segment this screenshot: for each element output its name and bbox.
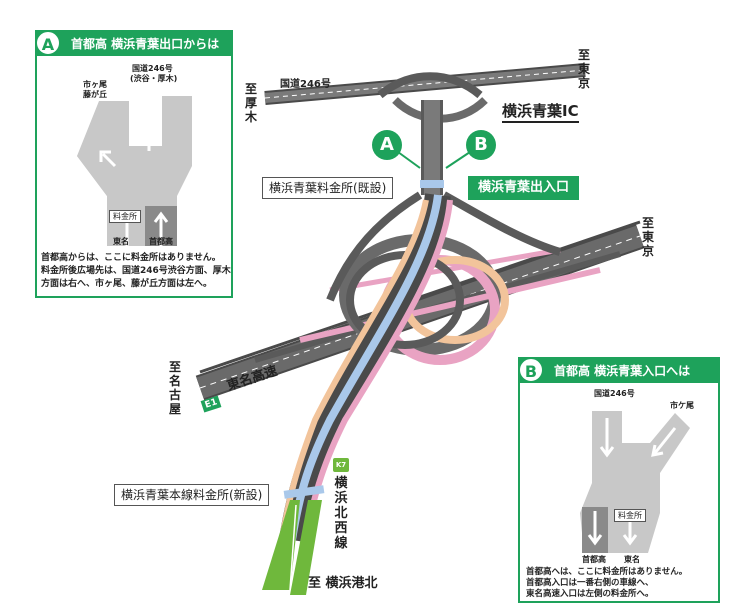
panel-b-road-246: 国道246号 [594,389,635,399]
panel-b-dest: 市ケ尾 [670,401,694,411]
panel-a-lane-left: 東名 [113,237,129,247]
panel-b-note-1: 首都高へは、ここに料金所はありません。 [526,567,687,578]
panel-a-title: 首都高 横浜青葉出口からは [37,32,231,56]
panel-a-note-3: 方面は右へ、市ヶ尾、藤が丘方面は左へ。 [41,278,212,291]
panel-a-note-1: 首都高からは、ここに料金所はありません。 [41,252,221,265]
panel-b-badge: B [518,357,544,383]
panel-a-note-2: 料金所後広場先は、国道246号渋谷方面、厚木 [41,265,231,278]
panel-a-toll: 料金所 [109,210,141,223]
k7-badge: K7 [333,458,349,472]
panel-b-note-2: 首都高入口は一番右側の車線へ、 [526,578,654,589]
panel-b-title: 首都高 横浜青葉入口へは [520,359,718,383]
panel-a: 首都高 横浜青葉出口からは A 国道246号 (渋谷・厚木) 市ヶ尾 藤が丘 料… [35,30,233,298]
old-toll-label: 横浜青葉料金所(既設) [262,177,393,199]
panel-b-lane-right: 東名 [624,555,640,565]
new-toll-label: 横浜青葉本線料金所(新設) [114,484,269,506]
panel-b-toll: 料金所 [614,509,646,522]
panel-a-dest-1: 市ヶ尾 [83,80,107,90]
exit-label: 横浜青葉出入口 [468,176,579,200]
panel-a-badge: A [35,30,61,56]
k7-route-label: 横浜北西線 [334,476,348,551]
panel-a-road-246-sub: (渋谷・厚木) [130,74,177,84]
panel-a-lane-right: 首都高 [149,237,173,247]
panel-b-note-3: 東名高速入口は左側の料金所へ。 [526,589,654,600]
panel-a-road-246: 国道246号 [132,64,173,74]
panel-a-dest-2: 藤が丘 [83,90,107,100]
to-kohoku-label: 至 横浜港北 [308,572,378,591]
panel-b: 首都高 横浜青葉入口へは B 国道246号 市ケ尾 料金所 首都高 東名 首都高… [518,357,720,603]
panel-b-lane-left: 首都高 [582,555,606,565]
